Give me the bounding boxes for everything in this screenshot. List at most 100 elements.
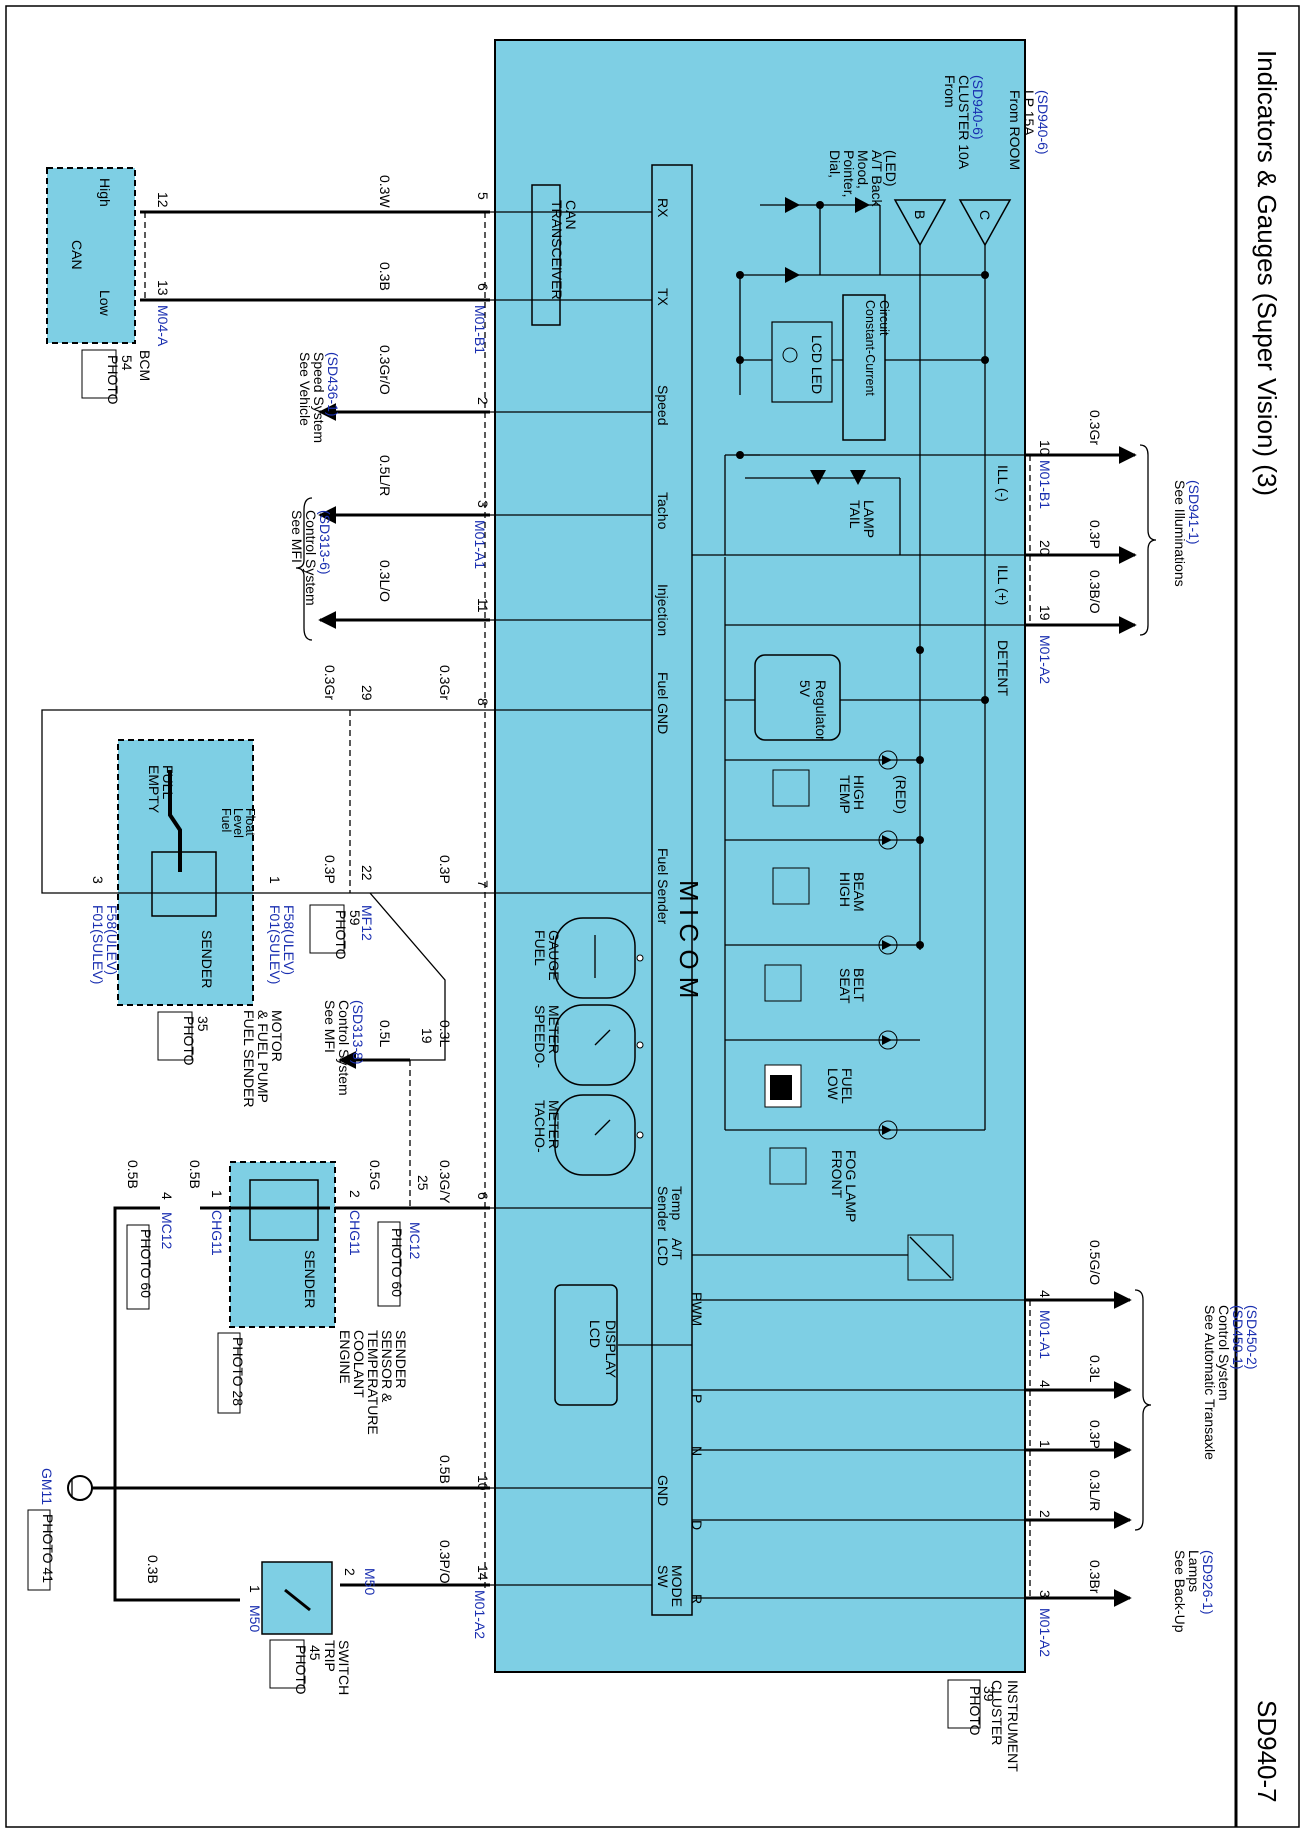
svg-text:SENDER: SENDER [393,1330,409,1388]
svg-text:Float: Float [243,808,257,836]
svg-text:F01(SULEV): F01(SULEV) [267,905,283,984]
svg-text:LCD: LCD [587,1320,603,1348]
wire-p: 0.3L [1087,1355,1103,1382]
conn-mc12: MC12 [407,1222,423,1260]
bcm-pin-high: 12 [155,192,171,208]
coolant-photo-label: PHOTO 28 [230,1337,246,1406]
bcm-label: BCM [137,350,153,381]
wire-05l: 0.5L [377,1020,393,1047]
svg-text:PHOTO: PHOTO [293,1645,309,1695]
svg-text:(LED): (LED) [883,150,899,187]
detent-label: DETENT [995,640,1011,696]
wire-ill-minus: 0.3Gr [1087,410,1103,445]
conn-mf12: MF12 [359,905,375,941]
svg-text:F01(SULEV): F01(SULEV) [90,905,106,984]
svg-text:LP 15A: LP 15A [1021,90,1037,136]
fuel-gnd-wire [41,709,490,894]
pin-rx-num: 5 [475,192,491,200]
fuel-pump-label: FUEL SENDER & FUEL PUMP MOTOR [241,1010,285,1108]
pin-10: 10 [1037,440,1053,456]
ground-icon [67,1475,115,1501]
lcd-display-label: LCD DISPLAY [587,1320,619,1379]
svg-text:(SD313-8): (SD313-8) [350,1000,366,1065]
svg-text:BELT: BELT [851,968,867,1002]
svg-text:(SD450-2): (SD450-2) [1244,1305,1260,1370]
svg-text:Control System: Control System [1216,1305,1232,1401]
svg-text:METER: METER [546,1100,562,1149]
ground-wire [113,1206,490,1490]
svg-text:PHOTO: PHOTO [967,1686,983,1736]
wire-speed: 0.3Gr/O [377,345,393,395]
conn-m01-b1-right: M01-B1 [1037,460,1053,509]
pin-gnd: GND [655,1475,671,1506]
buffer-b: B [893,199,947,247]
micom-pin-labels: RX TX Speed Tacho Injection Fuel GND Fue… [655,198,705,1607]
pin-tacho-num: 3 [475,500,491,508]
backup-ref: See Back-Up Lamps (SD926-1) [1172,1550,1216,1633]
trip-pin1: 1 [247,1585,263,1593]
conn-m01-a1-right: M01-A1 [1037,1310,1053,1359]
svg-text:(SD941-1): (SD941-1) [1186,480,1202,545]
fuel-full-label: FULL [160,765,176,799]
pin-n: 1 [1037,1440,1053,1448]
pin-gnd-num: 10 [475,1475,491,1491]
from-cluster-label: From CLUSTER 10A (SD940-6) [942,75,986,170]
wire-inj: 0.3L/O [377,560,393,602]
page-title: Indicators & Gauges (Super Vision) (3) [1252,50,1282,496]
tachometer-icon [554,1094,644,1176]
svg-text:See Back-Up: See Back-Up [1172,1550,1188,1633]
wire-gnd: 0.5B [437,1455,453,1484]
ground-photo-box [27,1509,51,1591]
regulator-label: 5V Regulator [797,680,829,741]
svg-text:LOW: LOW [825,1068,841,1101]
svg-text:Speed System: Speed System [311,352,327,443]
pin-tacho: Tacho [655,492,671,530]
svg-text:SENSOR &: SENSOR & [379,1330,395,1403]
svg-text:METER: METER [546,1005,562,1054]
photo-60b-box [126,1224,150,1310]
can-transceiver-label: TRANSCEIVER CAN [549,200,579,300]
wire-05b-a: 0.5B [187,1160,203,1189]
svg-text:See MFI: See MFI [289,510,305,563]
speedometer-label: SPEEDO- METER [532,1005,562,1068]
wire-ill-plus: 0.3P [1087,520,1103,549]
fuel-gauge-label: FUEL GAUGE [532,930,562,981]
wire-fs-r: 0.3P [437,855,453,884]
lcd-led-box [771,321,833,403]
svg-text:Low: Low [97,290,113,317]
constant-current-label: Constant-Current Circuit [863,300,891,396]
pin-r: 3 [1037,1590,1053,1598]
bcm-can-labels: High Low CAN [69,178,113,317]
svg-text:45: 45 [307,1645,323,1661]
wire-r: 0.3Br [1087,1560,1103,1594]
svg-text:SW: SW [655,1565,671,1588]
conn-m01-b1-left: M01-B1 [472,305,488,354]
svg-text:SEAT: SEAT [837,968,853,1004]
svg-text:54: 54 [119,355,135,371]
wire-can-low: 0.3B [377,262,393,291]
pin-d: D [689,1520,705,1530]
pin-p: 4 [1037,1380,1053,1388]
fuel-gauge-icon [554,917,644,999]
svg-text:Sender: Sender [655,1186,671,1231]
svg-text:Circuit: Circuit [877,300,891,336]
svg-text:PHOTO: PHOTO [181,1016,197,1066]
svg-text:Dial,: Dial, [827,150,843,178]
svg-text:A/T Back: A/T Back [869,150,885,208]
svg-text:& FUEL PUMP: & FUEL PUMP [255,1010,271,1103]
pin-19-left: 19 [419,1028,435,1044]
pin-temp-sender: Sender Temp [655,1186,685,1231]
coolant-label: ENGINE COOLANT TEMPERATURE SENSOR & SEND… [337,1330,409,1435]
bcm-box [46,167,136,344]
pin-fuel-gnd: Fuel GND [655,672,671,734]
pin-rx: RX [655,198,671,218]
trip-photo-box [269,1639,305,1689]
fuel-pump-photo-box [157,1011,193,1061]
svg-text:Temp: Temp [669,1186,685,1220]
conn-mc12b: MC12 [159,1212,175,1250]
pin-fuelgnd-num: 8 [475,698,491,706]
svg-text:39: 39 [981,1686,997,1702]
conn-chg11b: CHG11 [209,1210,225,1256]
svg-text:TEMP: TEMP [837,775,853,814]
coolant-photo-box [217,1332,241,1414]
